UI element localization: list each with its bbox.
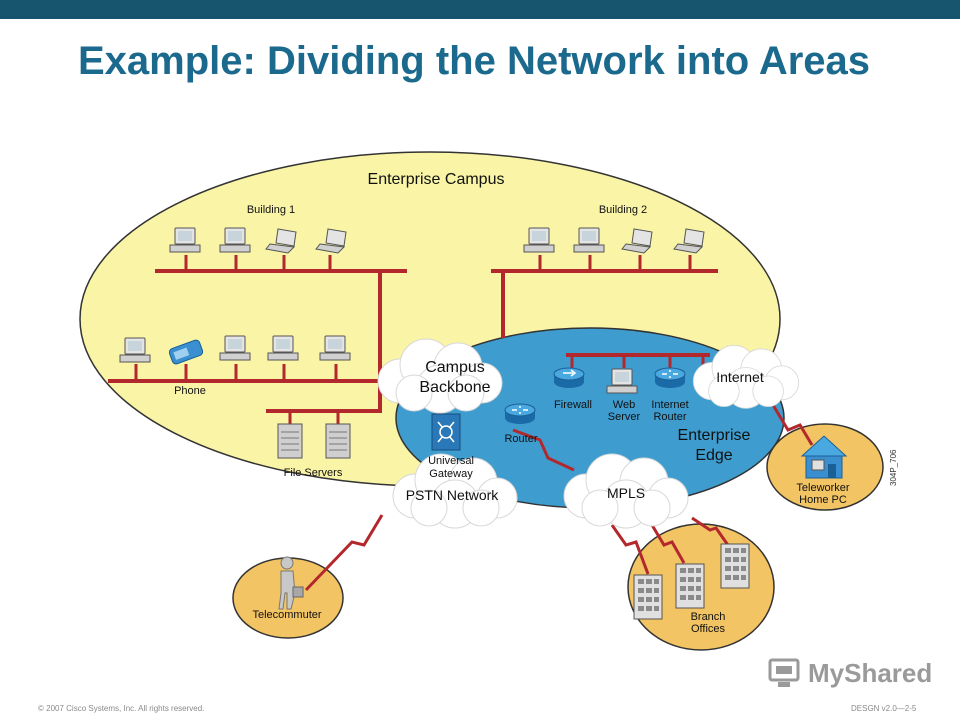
watermark-text: MyShared	[808, 658, 933, 688]
slide-title: Example: Dividing the Network into Areas	[78, 39, 871, 83]
pc-icon	[219, 227, 251, 253]
pc-icon	[119, 337, 151, 363]
enterprise-edge-label-line1: Enterprise	[678, 427, 751, 444]
mpls-label: MPLS	[607, 485, 645, 501]
building1-label: Building 1	[247, 204, 295, 216]
pc-icon	[267, 335, 299, 361]
enterprise-campus-label: Enterprise Campus	[368, 171, 505, 188]
pc-icon	[573, 227, 605, 253]
mpls-branch3-link	[691, 516, 732, 549]
mpls-branch2-link	[650, 524, 686, 564]
pstn-telecommuter-link	[304, 514, 384, 592]
internet-router-label-line1: Internet	[651, 399, 688, 411]
universal-gateway-label-line1: Universal	[428, 455, 474, 467]
web-server-icon	[606, 368, 638, 394]
universal-gateway-label-line2: Gateway	[429, 468, 473, 480]
branch-offices-label-line2: Offices	[691, 623, 726, 635]
router-icon	[504, 403, 536, 425]
telecommuter-icon	[278, 556, 304, 610]
watermark: MyShared	[768, 656, 938, 696]
ip-phone-icon	[168, 339, 204, 365]
pc-icon	[319, 335, 351, 361]
internet-teleworker-link	[771, 404, 814, 446]
firewall-icon	[553, 367, 585, 388]
internet-label: Internet	[716, 369, 764, 385]
enterprise-edge-label-line2: Edge	[695, 447, 732, 464]
router-mpls-link	[512, 428, 575, 472]
branch-office-icon	[720, 543, 750, 589]
course-id-footer: DESGN v2.0—2-5	[851, 704, 917, 713]
pstn-network-label: PSTN Network	[406, 487, 500, 503]
figure-id-label: 304P_706	[889, 449, 898, 486]
campus-backbone-label-line1: Campus	[425, 359, 485, 376]
copyright-footer: © 2007 Cisco Systems, Inc. All rights re…	[38, 704, 205, 713]
universal-gateway-icon	[431, 413, 461, 451]
campus-backbone-label-line2: Backbone	[419, 379, 490, 396]
teleworker-label-line2: Home PC	[799, 494, 847, 506]
pc-icon	[523, 227, 555, 253]
building2-label: Building 2	[599, 204, 647, 216]
internet-router-label-line2: Router	[653, 411, 686, 423]
top-bar	[0, 0, 960, 19]
telecommuter-label: Telecommuter	[252, 609, 321, 621]
branch-offices-label-line1: Branch	[691, 611, 726, 623]
web-server-label-line1: Web	[613, 399, 635, 411]
teleworker-home-icon	[800, 435, 848, 479]
branch-office-icon	[675, 563, 705, 609]
router-label: Router	[504, 433, 537, 445]
mpls-branch1-link	[610, 524, 650, 575]
branch-office-icon	[633, 574, 663, 620]
teleworker-label-line1: Teleworker	[796, 482, 850, 494]
web-server-label-line2: Server	[608, 411, 641, 423]
watermark-logo-icon	[768, 658, 800, 687]
internet-router-icon	[654, 367, 686, 389]
pc-icon	[169, 227, 201, 253]
phone-label: Phone	[174, 385, 206, 397]
pc-icon	[219, 335, 251, 361]
file-server-icon	[277, 423, 303, 459]
firewall-label: Firewall	[554, 399, 592, 411]
file-servers-label: File Servers	[284, 467, 343, 479]
file-server-icon	[325, 423, 351, 459]
